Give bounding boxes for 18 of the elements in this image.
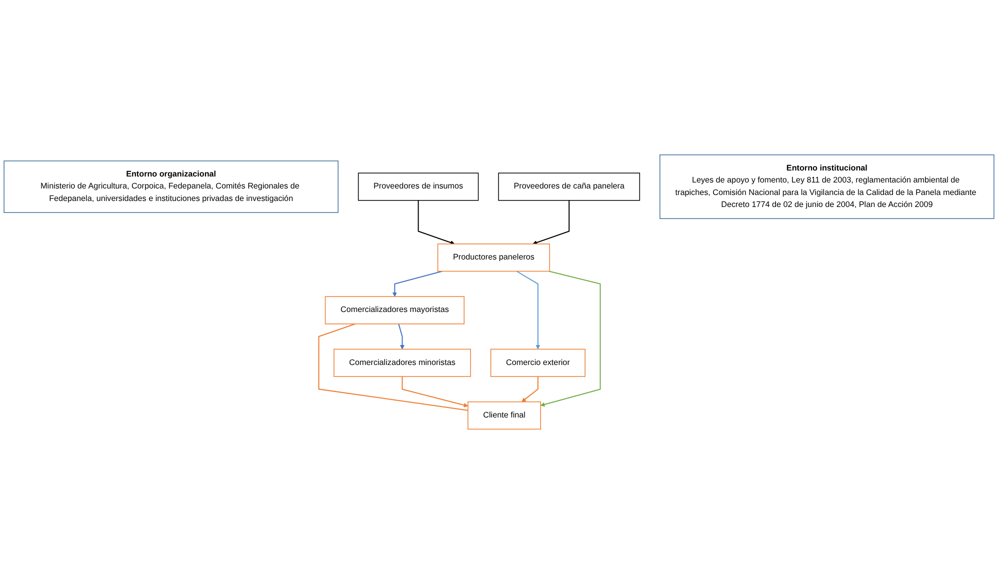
arrow <box>418 200 455 245</box>
node-box: Proveedores de caña panelera <box>498 172 640 201</box>
arrow <box>540 270 601 407</box>
arrow <box>522 376 538 402</box>
arrow <box>532 200 570 245</box>
connector <box>318 323 468 411</box>
node-box: Cliente final <box>468 401 541 430</box>
node-box: Comercio exterior <box>490 348 586 377</box>
arrow <box>392 270 442 297</box>
arrow <box>516 270 540 350</box>
node-box: Entorno institucional Leyes de apoyo y fomento, Ley 811 de 2003, reglamentación ambiental de trapiches, Comisión Nacional para la Vigilancia de la Calidad de la Panela mediante Decreto 1774 de 02 de junio de 2004, Plan de Acción 2009 <box>660 154 994 219</box>
node-box: Proveedores de insumos <box>358 172 479 201</box>
arrow <box>402 376 468 408</box>
node-box: Productores paneleros <box>437 244 550 272</box>
arrow <box>398 324 404 350</box>
node-box: Comercializadores minoristas <box>334 348 471 377</box>
node-box: Comercializadores mayoristas <box>324 296 464 324</box>
node-box: Entorno organizacional Ministerio de Agricultura, Corpoica, Fedepanela, Comités Regionales de Fedepanela, universidades e instituciones privadas de investigación <box>4 160 338 213</box>
